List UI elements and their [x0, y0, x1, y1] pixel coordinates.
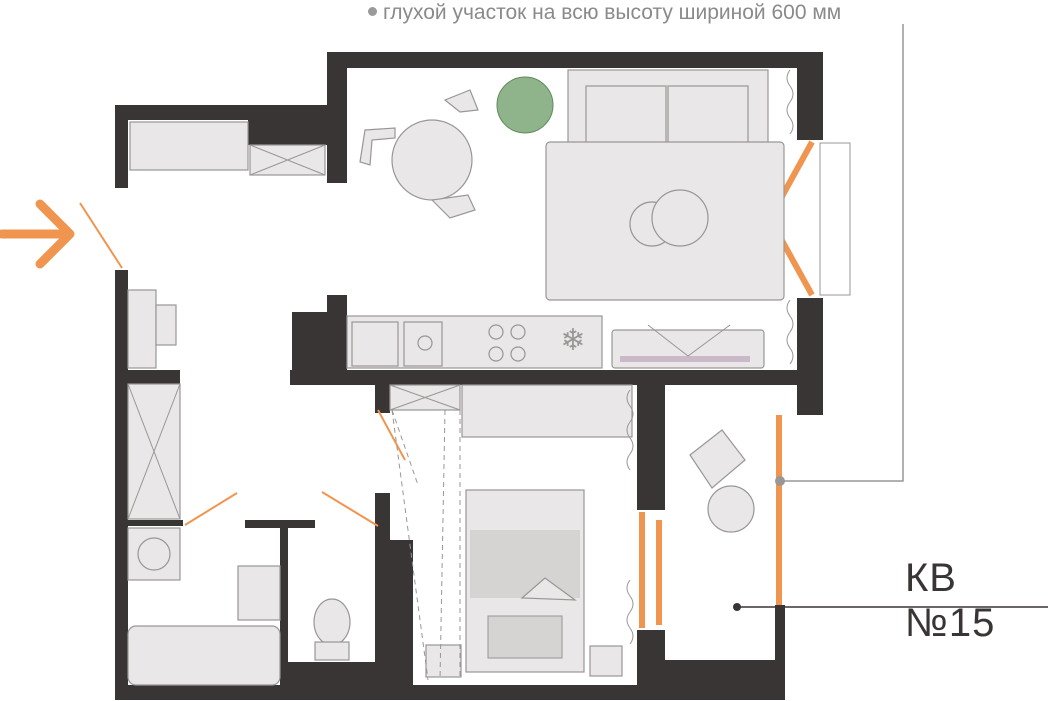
- annotation-leaders: [733, 24, 1048, 611]
- annotation-text: глухой участок на всю высоту шириной 600…: [383, 1, 842, 24]
- balcony-furniture: [689, 429, 755, 533]
- sofa: [545, 69, 785, 301]
- curtains: [626, 69, 794, 645]
- annotation-note: глухой участок на всю высоту шириной 600…: [368, 1, 841, 25]
- snowflake-icon: ❄: [560, 324, 585, 357]
- bed: [391, 409, 623, 681]
- dining-table: [359, 89, 479, 219]
- walls: [115, 52, 823, 700]
- doors: [79, 202, 406, 527]
- bathroom: [127, 527, 351, 686]
- apartment-label: КВ №15: [905, 556, 996, 645]
- wardrobe-hall: [127, 121, 633, 520]
- windows: [639, 140, 851, 628]
- kitchen: ❄: [346, 315, 765, 369]
- plant-icon: [496, 76, 554, 134]
- bullet-icon: [368, 7, 377, 16]
- entrance-arrow-icon: [0, 199, 75, 269]
